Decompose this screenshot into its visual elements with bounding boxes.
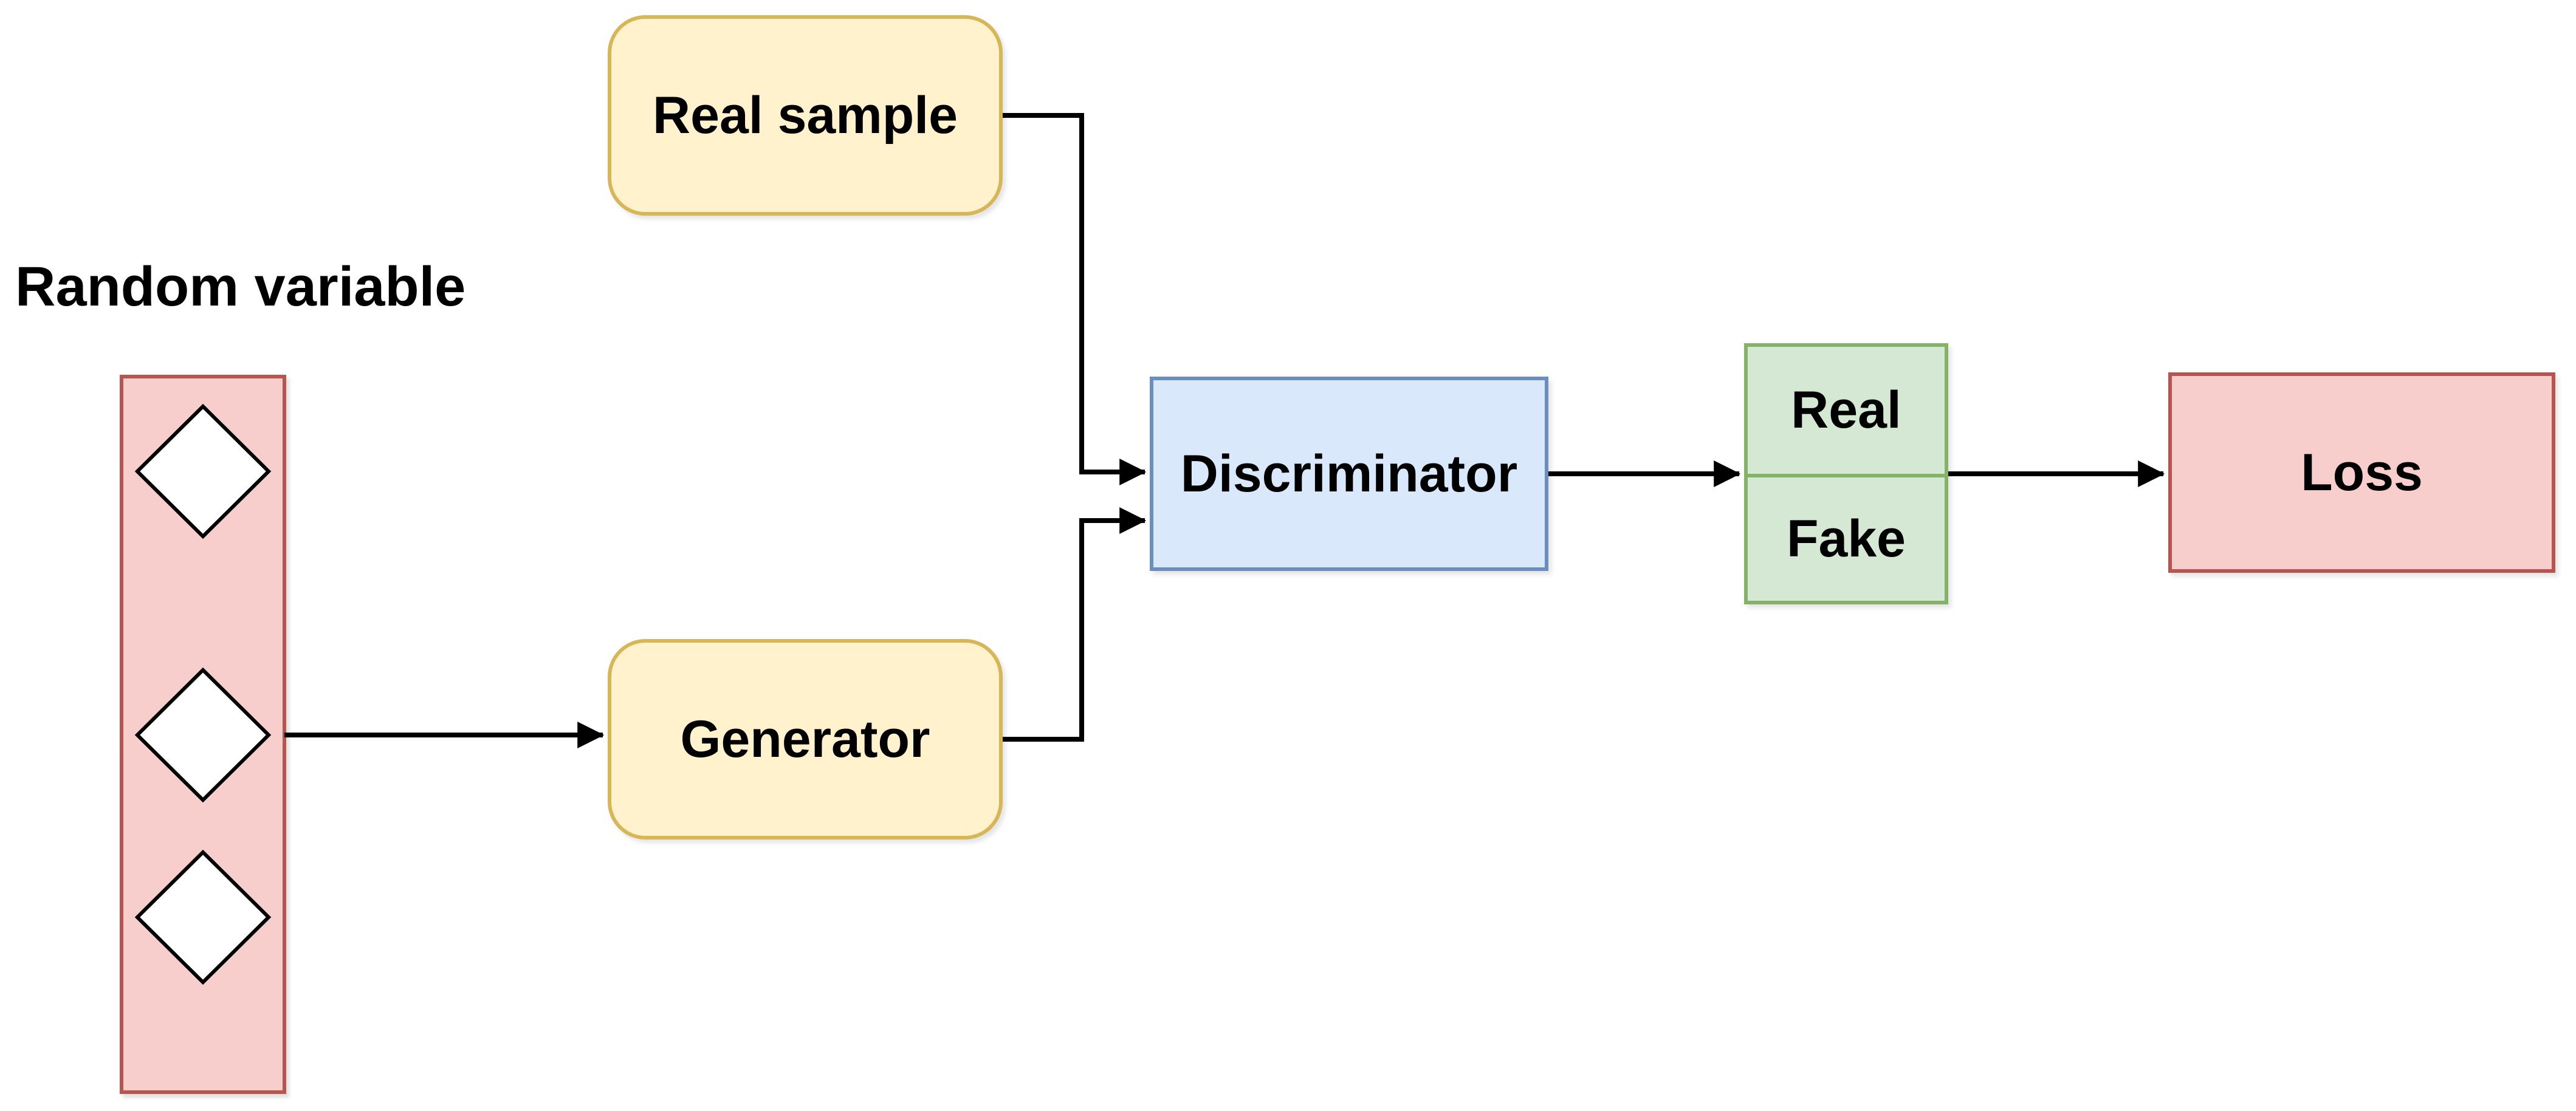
node-outputs: Real Fake xyxy=(1744,343,1948,604)
random-sample-diamond-3 xyxy=(134,849,272,985)
outputs-real-cell: Real xyxy=(1748,347,1945,474)
random-sample-diamond-1 xyxy=(134,403,272,539)
node-real-sample: Real sample xyxy=(608,15,1003,216)
node-label: Fake xyxy=(1786,510,1906,568)
node-generator: Generator xyxy=(608,639,1003,839)
node-label: Real xyxy=(1791,381,1901,439)
random-sample-diamond-2 xyxy=(134,667,272,803)
node-label: Loss xyxy=(2301,443,2423,502)
outputs-fake-cell: Fake xyxy=(1748,474,1945,601)
node-label: Real sample xyxy=(653,86,958,145)
node-loss: Loss xyxy=(2168,372,2555,573)
arrow-generator-to-discriminator xyxy=(1003,507,1147,742)
node-label: Discriminator xyxy=(1180,444,1518,503)
node-discriminator: Discriminator xyxy=(1150,377,1548,571)
arrow-real-sample-to-discriminator xyxy=(1003,113,1147,485)
node-label: Generator xyxy=(680,709,930,768)
random-variable-label: Random variable xyxy=(15,256,466,318)
